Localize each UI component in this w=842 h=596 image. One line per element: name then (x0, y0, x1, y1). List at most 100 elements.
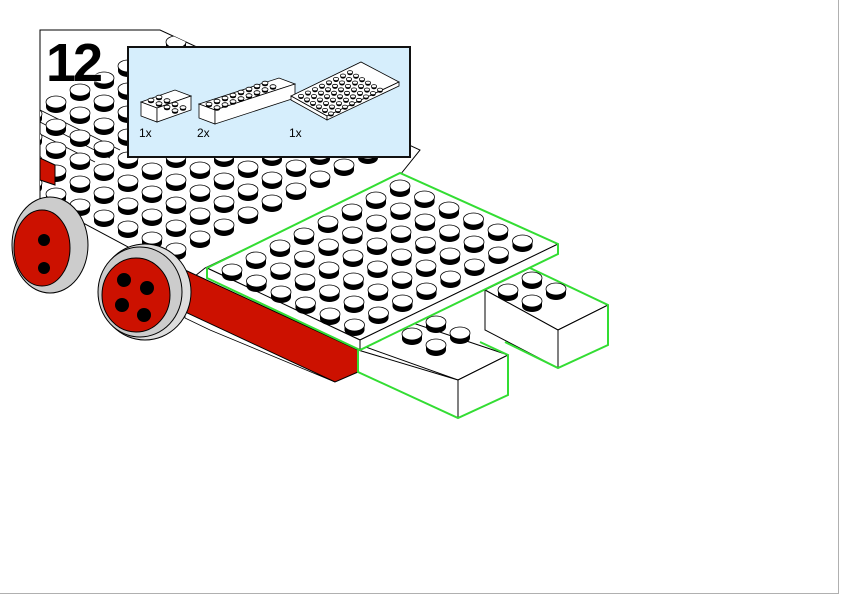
stud (311, 87, 318, 93)
stud (358, 77, 365, 83)
stud (69, 106, 91, 124)
red-front-left (39, 157, 56, 186)
stud (415, 236, 436, 254)
stud (40, 153, 43, 171)
stud (69, 175, 91, 193)
stud (269, 239, 291, 257)
stud (323, 94, 330, 100)
stud (246, 274, 267, 292)
stud (155, 101, 163, 107)
stud (117, 220, 139, 238)
part-brick-2x8-icon (197, 77, 297, 125)
parts-callout: 1x 2x 1x (127, 46, 411, 158)
stud (365, 191, 387, 209)
stud (334, 0, 354, 15)
stud (93, 186, 115, 204)
stud (141, 208, 163, 226)
new-plate-studs (221, 179, 533, 336)
stud (454, 30, 474, 47)
stud (430, 88, 450, 105)
stud (344, 318, 365, 336)
stud (488, 246, 509, 264)
stud (45, 118, 67, 136)
step-number: 12 (46, 33, 103, 93)
stud (237, 183, 259, 201)
stud (350, 87, 357, 93)
stud (415, 259, 437, 277)
stud (348, 101, 355, 107)
stud (521, 294, 543, 312)
stud (362, 94, 369, 100)
stud (270, 262, 291, 280)
stud (189, 30, 211, 41)
stud (262, 11, 282, 28)
stud (270, 285, 292, 303)
stud (237, 89, 245, 96)
stud (416, 282, 437, 300)
stud (189, 230, 211, 248)
stud (237, 206, 259, 224)
stud (310, 10, 330, 27)
stud (338, 80, 345, 86)
stud (69, 152, 91, 170)
stud (237, 160, 259, 178)
stud (297, 94, 304, 99)
stud (213, 172, 235, 190)
stud (382, 0, 402, 14)
stud (261, 80, 269, 87)
stud (93, 94, 115, 112)
stud (463, 212, 484, 230)
stud (261, 171, 283, 189)
stud (213, 195, 235, 213)
stud (341, 203, 363, 221)
stud (339, 73, 346, 79)
stud (425, 315, 447, 333)
stud (336, 94, 343, 100)
stud (333, 158, 355, 176)
stud (245, 93, 253, 99)
stud (221, 102, 229, 108)
wheel-rear (11, 196, 89, 294)
stud (141, 162, 163, 180)
stud (330, 90, 337, 96)
stud (286, 0, 306, 16)
stud (487, 223, 509, 241)
stud (327, 111, 334, 117)
stud (342, 249, 364, 267)
stud (454, 53, 474, 70)
stud (69, 83, 91, 101)
stud (464, 258, 485, 276)
stud (502, 52, 522, 69)
stud (237, 30, 259, 40)
stud (355, 97, 362, 103)
stud (294, 250, 315, 268)
stud (245, 86, 253, 93)
stud (213, 218, 235, 236)
stud (337, 87, 344, 93)
stud (333, 30, 355, 38)
stud (214, 12, 234, 29)
new-brick-studs (401, 271, 567, 356)
stud (349, 94, 356, 100)
stud (285, 159, 307, 177)
stud (310, 0, 330, 4)
stud (321, 108, 328, 113)
stud (318, 238, 339, 256)
wheel-front (97, 243, 192, 341)
stud (309, 101, 316, 106)
stud (341, 104, 348, 110)
stud (478, 87, 498, 104)
stud (497, 283, 519, 301)
stud (40, 176, 43, 194)
stud (356, 91, 363, 96)
stud (303, 97, 310, 103)
stud (238, 0, 258, 17)
part-quantity: 1x (139, 126, 152, 140)
stud (370, 84, 377, 90)
stud (285, 30, 307, 39)
part-quantity: 1x (289, 126, 302, 140)
stud (401, 327, 423, 345)
stud (40, 107, 43, 125)
stud (253, 83, 261, 90)
